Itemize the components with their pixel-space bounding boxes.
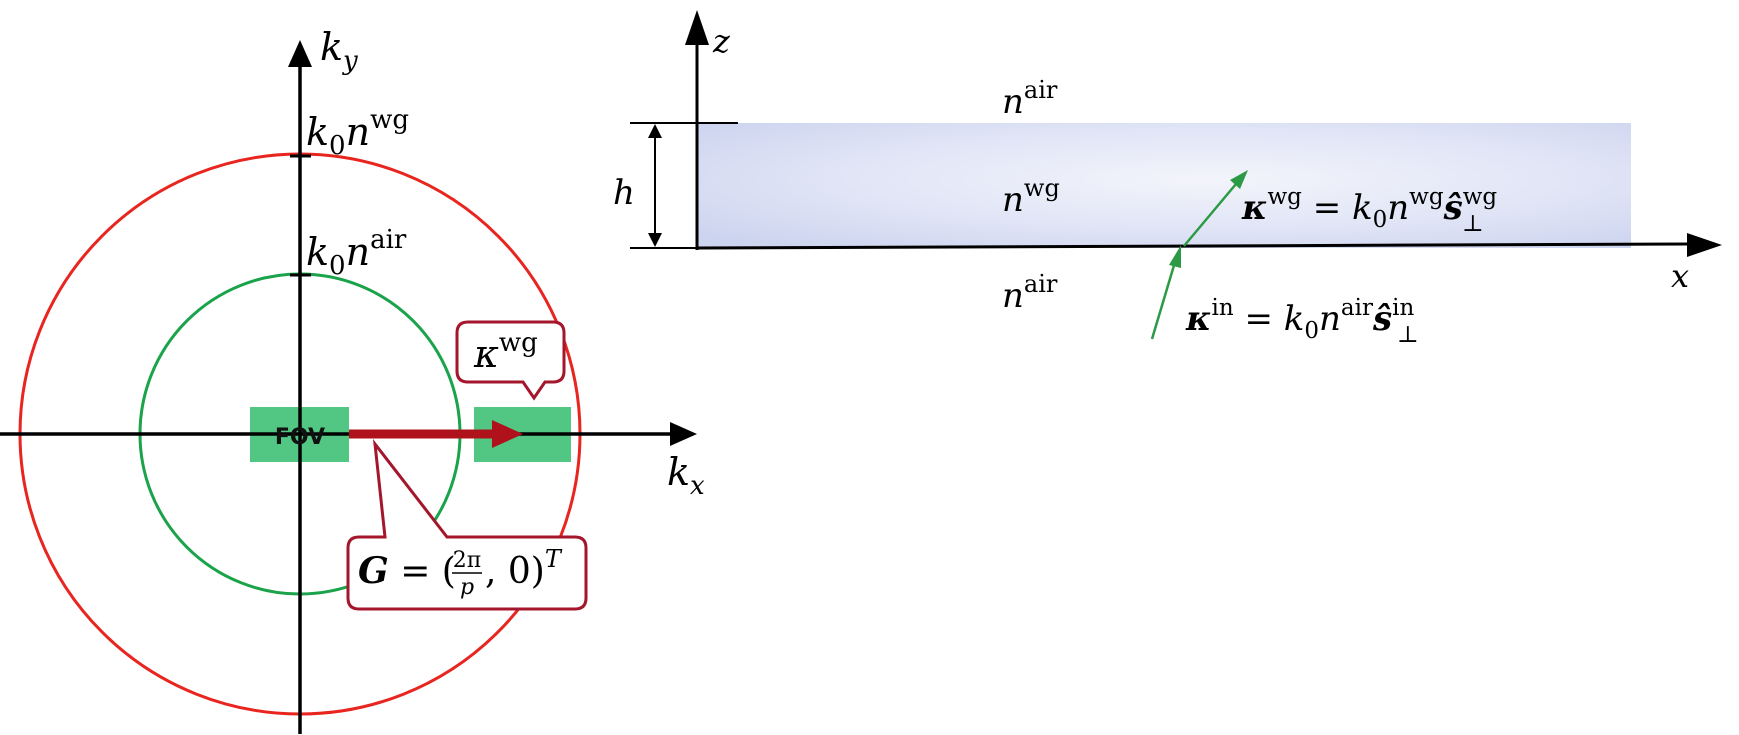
- x-axis-label: x: [1671, 257, 1689, 295]
- x-axis: [696, 242, 1691, 250]
- ky-arrowhead: [288, 40, 312, 67]
- incident-ray: [1150, 261, 1177, 340]
- grating-callout: [346, 438, 588, 611]
- kspace-diagram: FOV kx ky k0nwg k0nair κwg G = ( 2π p , …: [0, 25, 705, 734]
- kappa-in-perp: ⊥: [1397, 322, 1419, 348]
- grating-callout-lhs: G = (: [358, 550, 456, 592]
- grating-fraction-den: p: [460, 575, 474, 600]
- top-medium-label: nair: [1002, 76, 1058, 122]
- waveguide-slab: [696, 123, 1631, 248]
- kx-axis-label: kx: [667, 450, 705, 501]
- waveguide-medium-label: nwg: [1002, 174, 1060, 220]
- kappa-callout-label: κwg: [473, 328, 538, 376]
- grating-fraction-num: 2π: [453, 548, 481, 573]
- kappa-wg-equation: κwg = k0nwgŝwg: [1241, 184, 1497, 233]
- grating-callout-rhs: , 0)T: [485, 545, 563, 592]
- outer-circle-label: k0nwg: [306, 105, 409, 161]
- incident-ray-head: [1169, 245, 1181, 268]
- x-arrowhead: [1687, 233, 1722, 257]
- kx-arrowhead: [670, 422, 697, 446]
- kappa-callout: [455, 320, 566, 401]
- inner-circle-label: k0nair: [306, 225, 407, 281]
- waveguide-diagram: z x h nair nwg nair κwg = k0nwgŝwg ⊥ κin…: [613, 10, 1722, 348]
- z-arrowhead: [685, 10, 709, 45]
- guided-ray: [1183, 183, 1237, 247]
- height-label: h: [613, 173, 635, 213]
- height-arrow-bottom: [648, 233, 662, 247]
- bottom-medium-label: nair: [1002, 270, 1058, 316]
- ky-axis-label: ky: [320, 25, 358, 76]
- height-arrow-top: [648, 124, 662, 138]
- z-axis-label: z: [712, 22, 731, 60]
- guided-ray-head: [1230, 170, 1248, 189]
- fov-label: FOV: [275, 425, 325, 450]
- grating-vector-head: [492, 420, 523, 448]
- kappa-wg-perp: ⊥: [1462, 211, 1484, 237]
- kappa-in-equation: κin = k0nairŝin: [1185, 295, 1415, 344]
